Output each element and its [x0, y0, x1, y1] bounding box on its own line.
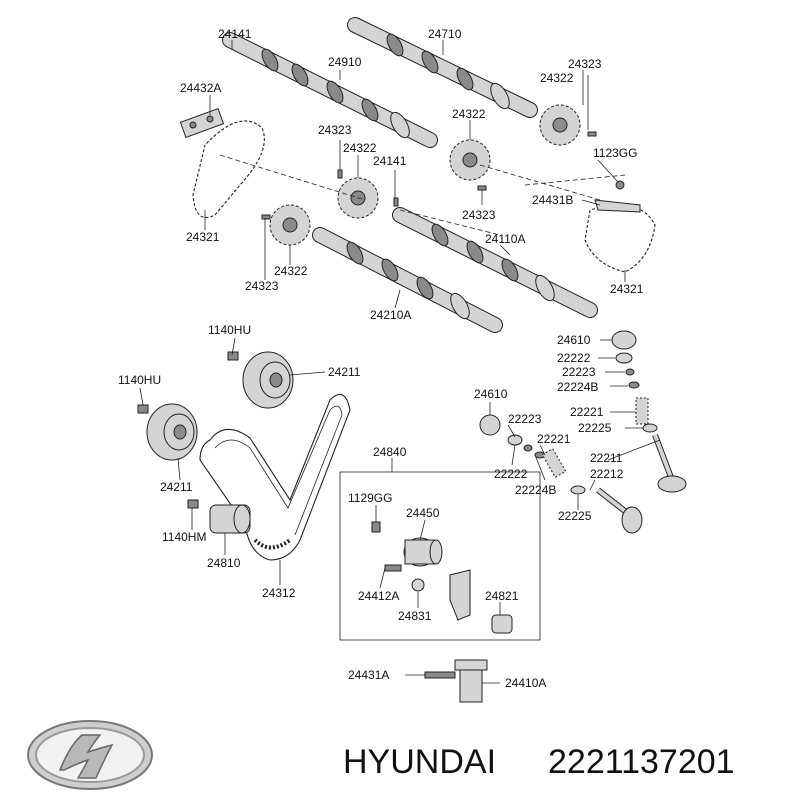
label-24211: 24211 [328, 365, 361, 379]
label-24432A: 24432A [180, 81, 221, 95]
label-22223: 22223 [508, 412, 542, 426]
label-24831: 24831 [398, 609, 432, 623]
label-24323: 24323 [568, 57, 602, 71]
label-22224B: 22224B [515, 483, 556, 497]
sprocket-24322-left [269, 204, 311, 246]
idler-pulley-24810 [209, 504, 251, 534]
label-22212: 22212 [590, 467, 624, 481]
timing-belt-24312 [199, 393, 351, 561]
tensioner-24410A [424, 659, 488, 703]
brand-name: HYUNDAI [343, 743, 496, 781]
label-24210A: 24210A [370, 308, 411, 322]
label-1129GG: 1129GG [348, 491, 392, 505]
label-1140HU: 1140HU [208, 323, 251, 337]
chain-guide-24432A [179, 108, 225, 138]
label-24910: 24910 [328, 55, 362, 69]
label-22211: 22211 [590, 451, 623, 465]
label-24322: 24322 [452, 107, 486, 121]
sprocket-24322-mid [449, 139, 491, 181]
label-24412A: 24412A [358, 589, 399, 603]
label-24322: 24322 [274, 264, 308, 278]
sprocket-24322-top-right [539, 104, 581, 146]
label-1140HM: 1140HM [162, 530, 206, 544]
leader-lines [139, 40, 661, 684]
bolts-1140 [137, 351, 239, 509]
label-24821: 24821 [485, 589, 519, 603]
camshaft-24910 [222, 32, 438, 148]
label-22221: 22221 [570, 405, 604, 419]
chain-tensioner-24431B [594, 180, 641, 213]
tensioner-assembly-box [339, 471, 541, 641]
label-24810: 24810 [207, 556, 241, 570]
pulley-24211-lower [146, 403, 198, 461]
label-24450: 24450 [406, 506, 440, 520]
label-22221: 22221 [537, 432, 571, 446]
camshaft-24710 [347, 17, 538, 118]
label-24211: 24211 [160, 480, 193, 494]
label-24710: 24710 [428, 27, 462, 41]
label-24323: 24323 [318, 123, 352, 137]
label-24321: 24321 [186, 230, 220, 244]
label-22225: 22225 [578, 421, 612, 435]
valve-parts-upper [611, 330, 687, 493]
label-24141: 24141 [218, 27, 252, 41]
part-number: 2221137201 [548, 743, 735, 781]
label-24141: 24141 [373, 154, 407, 168]
label-24410A: 24410A [505, 676, 546, 690]
label-24321: 24321 [610, 282, 644, 296]
pulley-24211-upper [242, 351, 294, 409]
label-24610: 24610 [474, 387, 508, 401]
label-24431A: 24431A [348, 668, 389, 682]
label-1123GG: 1123GG [593, 146, 637, 160]
label-24610: 24610 [557, 333, 591, 347]
label-24431B: 24431B [532, 193, 573, 207]
tensioner-parts [371, 521, 513, 634]
label-24323: 24323 [245, 279, 279, 293]
label-22223: 22223 [562, 365, 596, 379]
label-22224B: 22224B [557, 380, 598, 394]
label-1140HU: 1140HU [118, 373, 161, 387]
label-24840: 24840 [373, 445, 407, 459]
hyundai-logo-icon [27, 720, 153, 790]
timing-chain-24321-right [584, 204, 656, 273]
timing-chain-24321-left [192, 120, 266, 219]
label-24110A: 24110A [485, 232, 525, 246]
label-22222: 22222 [557, 351, 591, 365]
camshaft-24210A [312, 227, 503, 333]
label-24323: 24323 [462, 208, 496, 222]
centerlines [219, 154, 626, 236]
label-24322: 24322 [343, 141, 377, 155]
camshaft-24110A [392, 207, 598, 318]
label-24322: 24322 [540, 71, 574, 85]
label-22222: 22222 [494, 467, 528, 481]
label-22225: 22225 [558, 509, 592, 523]
label-24312: 24312 [262, 586, 296, 600]
